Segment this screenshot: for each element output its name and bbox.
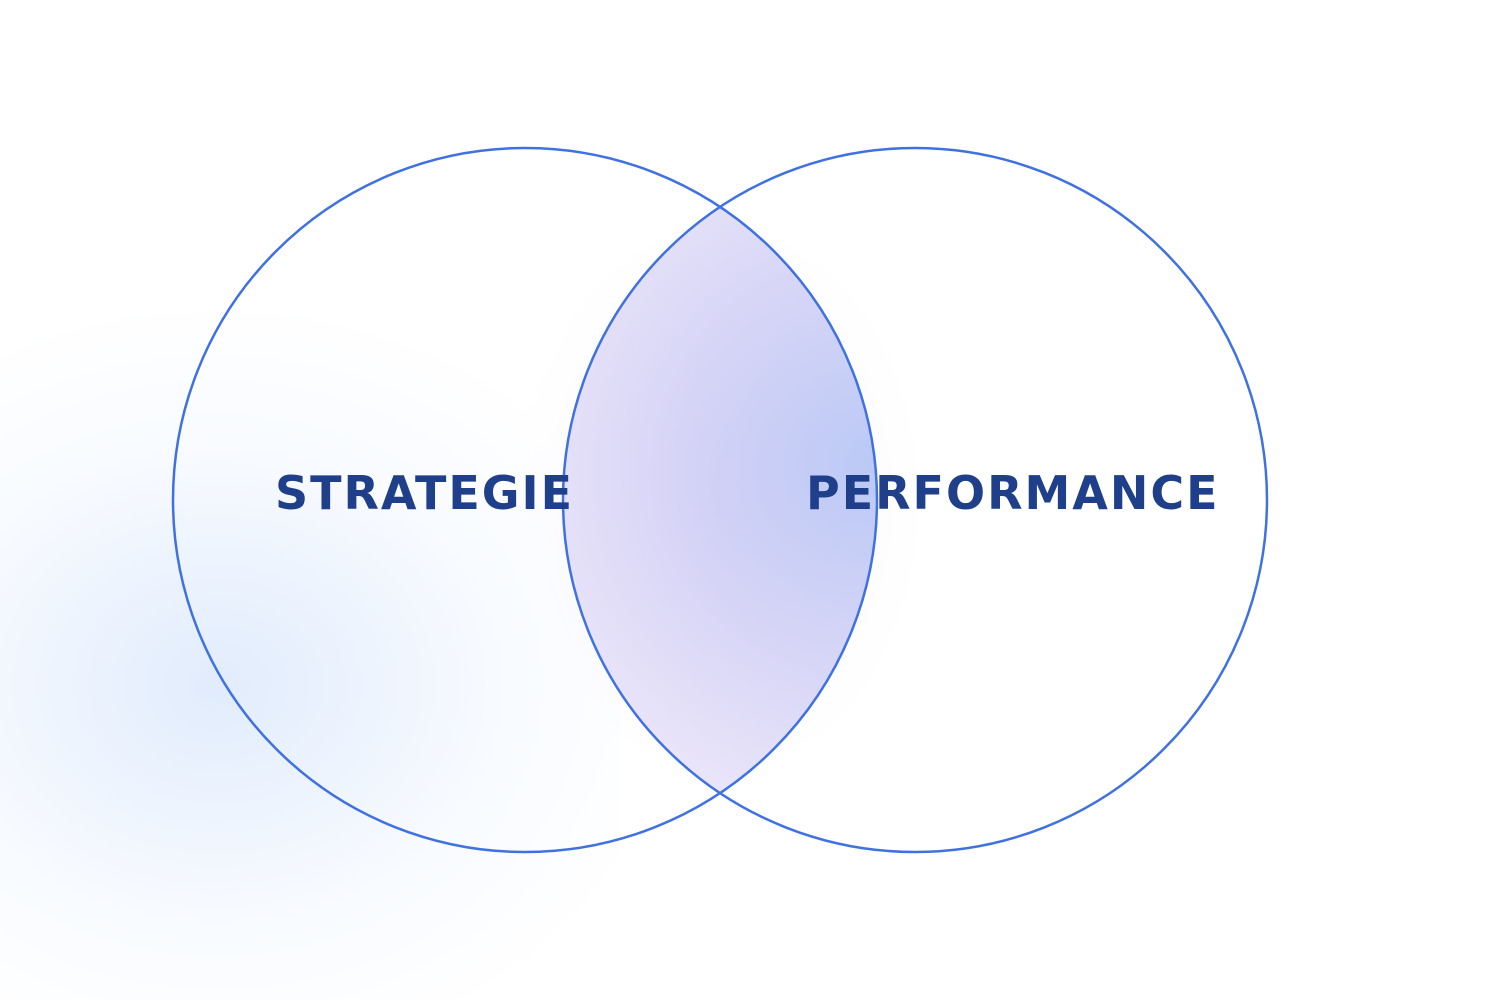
circle-strategie (171, 146, 879, 854)
label-strategie: STRATEGIE (275, 466, 575, 520)
overlap-region (563, 148, 877, 852)
circle-performance (561, 146, 1269, 854)
label-performance: PERFORMANCE (806, 466, 1220, 520)
